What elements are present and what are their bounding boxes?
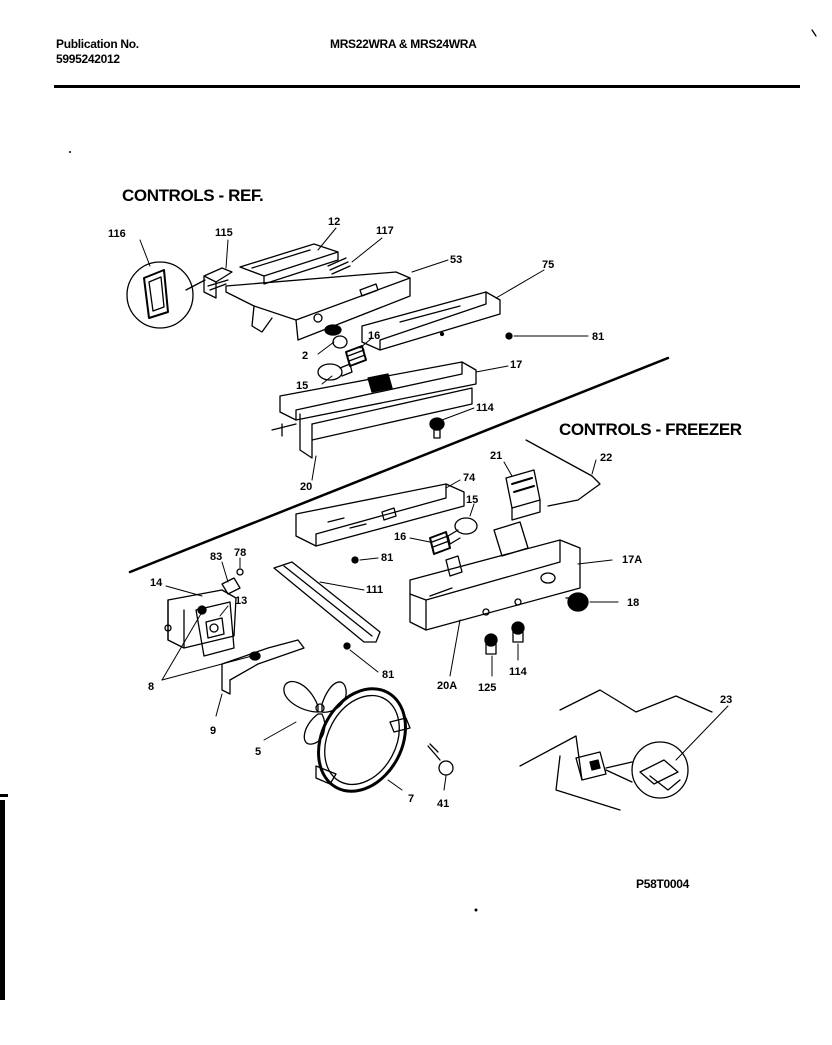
callout-18: 18 [627, 597, 639, 609]
screw-81-ref [505, 332, 513, 340]
part-22-capillary [525, 439, 601, 507]
part-53-bracket [225, 271, 411, 341]
section-title-freezer: CONTROLS - FREEZER [559, 420, 742, 439]
callout-21: 21 [490, 450, 502, 462]
callout-81-ref: 81 [592, 331, 604, 343]
callout-20a: 20A [437, 680, 457, 692]
screw-81-freezer-bottom [343, 642, 351, 650]
scan-speck [69, 151, 71, 153]
callout-7: 7 [408, 793, 414, 805]
scan-speck [474, 908, 478, 912]
callout-23: 23 [720, 694, 732, 706]
callout-114-ref: 114 [476, 402, 495, 414]
part-78-screw [236, 568, 244, 576]
callout-9: 9 [210, 725, 216, 737]
publication-label: Publication No. [56, 37, 139, 51]
part-16-socket-freezer [429, 531, 451, 555]
callout-22: 22 [600, 452, 612, 464]
part-12-housing [239, 243, 339, 285]
callout-17a: 17A [622, 554, 642, 566]
part-15-bulb [317, 363, 353, 381]
part-7-shroud [315, 687, 411, 793]
part-111-rod [273, 561, 381, 643]
callout-8: 8 [148, 681, 154, 693]
part-75-cover [361, 291, 501, 351]
callout-14: 14 [150, 577, 163, 589]
part-115-clip [203, 267, 233, 299]
part-17-housing [271, 361, 477, 459]
callout-16-freezer: 16 [394, 531, 406, 543]
drawing-code: P58T0004 [636, 877, 689, 891]
callout-81-freezer-top: 81 [381, 552, 393, 564]
scan-edge-mark [0, 794, 8, 797]
callout-15-freezer: 15 [466, 494, 478, 506]
part-21-thermostat [505, 469, 541, 521]
part-83-clip [221, 577, 241, 595]
callout-41: 41 [437, 798, 449, 810]
part-116-inset [126, 261, 206, 329]
callout-2: 2 [302, 350, 308, 362]
callout-12: 12 [328, 216, 340, 228]
part-23-inset [605, 741, 689, 799]
callout-116: 116 [108, 228, 126, 240]
callout-16-ref: 16 [368, 330, 380, 342]
callout-53: 53 [450, 254, 462, 266]
part-74-cover [295, 483, 465, 547]
scan-speck [811, 29, 817, 37]
callout-17: 17 [510, 359, 522, 371]
callout-117: 117 [376, 225, 394, 237]
model-title: MRS22WRA & MRS24WRA [330, 37, 477, 51]
callout-78: 78 [234, 547, 246, 559]
part-5-fan-blade [283, 680, 347, 745]
header-rule [54, 85, 800, 88]
callout-5: 5 [255, 746, 261, 758]
callout-75: 75 [542, 259, 554, 271]
screw-81-freezer-top [351, 556, 359, 564]
callout-125: 125 [478, 682, 496, 694]
part-9-bracket [197, 605, 305, 695]
callout-13: 13 [235, 595, 247, 607]
callout-labels: 116 115 12 117 53 75 81 16 2 15 17 114 2… [108, 216, 732, 810]
part-41-screw [427, 743, 454, 776]
part-114-knob-freezer [511, 621, 525, 643]
callout-20: 20 [300, 481, 312, 493]
part-15-bulb-freezer [447, 517, 478, 545]
cabinet-corner [519, 689, 713, 811]
section-title-ref: CONTROLS - REF. [122, 186, 264, 205]
part-16-socket [345, 345, 367, 367]
callout-74: 74 [463, 472, 476, 484]
part-13-motor [195, 601, 235, 657]
part-17a-housing [409, 521, 581, 631]
part-125-knob [484, 633, 498, 655]
callout-83: 83 [210, 551, 222, 563]
leader-lines [139, 227, 729, 791]
section-divider [128, 356, 670, 574]
callout-15-ref: 15 [296, 380, 308, 392]
part-114-knob-ref [429, 417, 445, 439]
callout-115: 115 [215, 227, 233, 239]
scan-edge-mark [0, 800, 5, 1000]
callout-114-freezer: 114 [509, 666, 528, 678]
part-2-knob [332, 335, 348, 349]
part-117-spring [327, 257, 351, 275]
callout-81-freezer-bottom: 81 [382, 669, 394, 681]
callout-111: 111 [366, 584, 383, 596]
part-18-knob [565, 592, 589, 612]
publication-number: 5995242012 [56, 52, 120, 66]
